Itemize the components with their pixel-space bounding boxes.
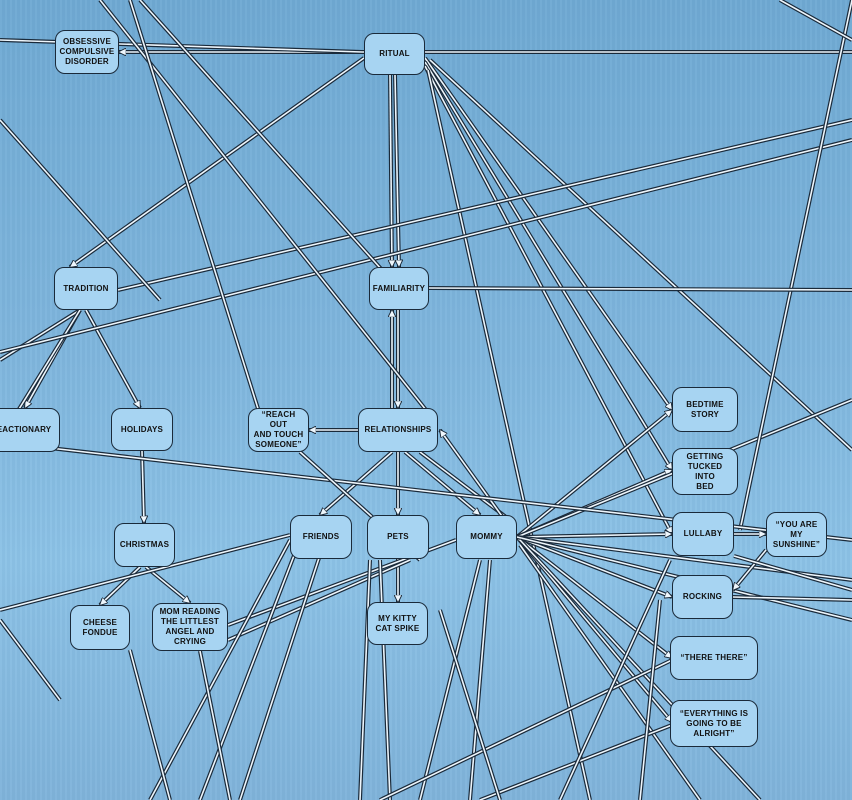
edge-69 — [129, 0, 261, 416]
edge-38 — [733, 549, 767, 590]
node-familiarity[interactable]: FAMILIARITY — [369, 267, 429, 310]
edge-25 — [404, 451, 480, 515]
edge-46 — [0, 534, 291, 611]
edge-32 — [516, 536, 672, 722]
edge-51 — [239, 554, 321, 800]
edge-39 — [739, 0, 852, 531]
edge-62 — [559, 559, 671, 800]
node-mommy[interactable]: MOMMY — [456, 515, 517, 559]
edge-10 — [429, 59, 852, 451]
edge-54 — [419, 559, 481, 800]
node-relationships[interactable]: RELATIONSHIPS — [358, 408, 438, 452]
edge-11 — [427, 69, 591, 800]
edge-30 — [516, 536, 672, 597]
node-reach-out[interactable]: “REACH OUT AND TOUCH SOMEONE” — [248, 408, 309, 452]
node-tucked-into-bed[interactable]: GETTING TUCKED INTO BED — [672, 448, 738, 495]
edge-56 — [129, 649, 171, 800]
node-rocking[interactable]: ROCKING — [672, 575, 733, 619]
edge-65 — [732, 596, 852, 601]
edge-44 — [139, 0, 401, 291]
node-mom-reading[interactable]: MOM READING THE LITTLEST ANGEL AND CRYIN… — [152, 603, 228, 651]
node-pets[interactable]: PETS — [367, 515, 429, 559]
edge-42 — [99, 0, 431, 416]
node-holidays[interactable]: HOLIDAYS — [111, 408, 173, 451]
node-cheese-fondue[interactable]: CHEESE FONDUE — [70, 605, 130, 650]
edge-27 — [516, 410, 672, 538]
edge-19 — [100, 566, 141, 605]
node-there-there[interactable]: “THERE THERE” — [670, 636, 758, 680]
edge-59 — [519, 544, 701, 800]
edge-60 — [379, 659, 673, 800]
edge-63 — [639, 599, 661, 800]
node-reactionary[interactable]: EACTIONARY — [0, 408, 60, 452]
node-ritual[interactable]: RITUAL — [364, 33, 425, 75]
edge-9 — [424, 65, 672, 534]
node-tradition[interactable]: TRADITION — [54, 267, 118, 310]
edge-18 — [142, 450, 144, 523]
edge-2 — [70, 57, 365, 267]
node-ocd[interactable]: OBSESSIVE COMPULSIVE DISORDER — [55, 30, 119, 74]
node-you-are-my-sunshine[interactable]: “YOU ARE MY SUNSHINE” — [766, 512, 827, 557]
edge-67 — [779, 0, 852, 41]
edge-3 — [394, 74, 399, 267]
edge-71 — [0, 619, 61, 701]
edge-20 — [145, 566, 190, 603]
edge-57 — [199, 650, 231, 800]
edge-52 — [359, 559, 371, 800]
edge-29 — [516, 534, 672, 537]
edge-16 — [117, 119, 852, 291]
edge-14 — [0, 309, 81, 361]
node-bedtime-story[interactable]: BEDTIME STORY — [672, 387, 738, 432]
edge-8 — [424, 61, 672, 470]
node-my-kitty-cat-spike[interactable]: MY KITTY CAT SPIKE — [367, 602, 428, 645]
node-christmas[interactable]: CHRISTMAS — [114, 523, 175, 567]
node-friends[interactable]: FRIENDS — [290, 515, 352, 559]
edge-43 — [0, 119, 161, 301]
edge-50 — [199, 539, 301, 800]
edge-64 — [439, 609, 501, 800]
edge-55 — [469, 559, 491, 800]
edge-53 — [379, 559, 391, 800]
edge-40 — [428, 287, 852, 291]
edge-49 — [149, 539, 291, 800]
edge-66 — [733, 555, 852, 591]
edge-58 — [519, 539, 761, 800]
edge-17 — [0, 139, 852, 353]
edge-31 — [516, 536, 672, 658]
edge-7 — [424, 57, 672, 410]
edge-4 — [390, 74, 392, 267]
node-lullaby[interactable]: LULLABY — [672, 512, 734, 556]
node-everything-alright[interactable]: “EVERYTHING IS GOING TO BE ALRIGHT” — [670, 700, 758, 747]
